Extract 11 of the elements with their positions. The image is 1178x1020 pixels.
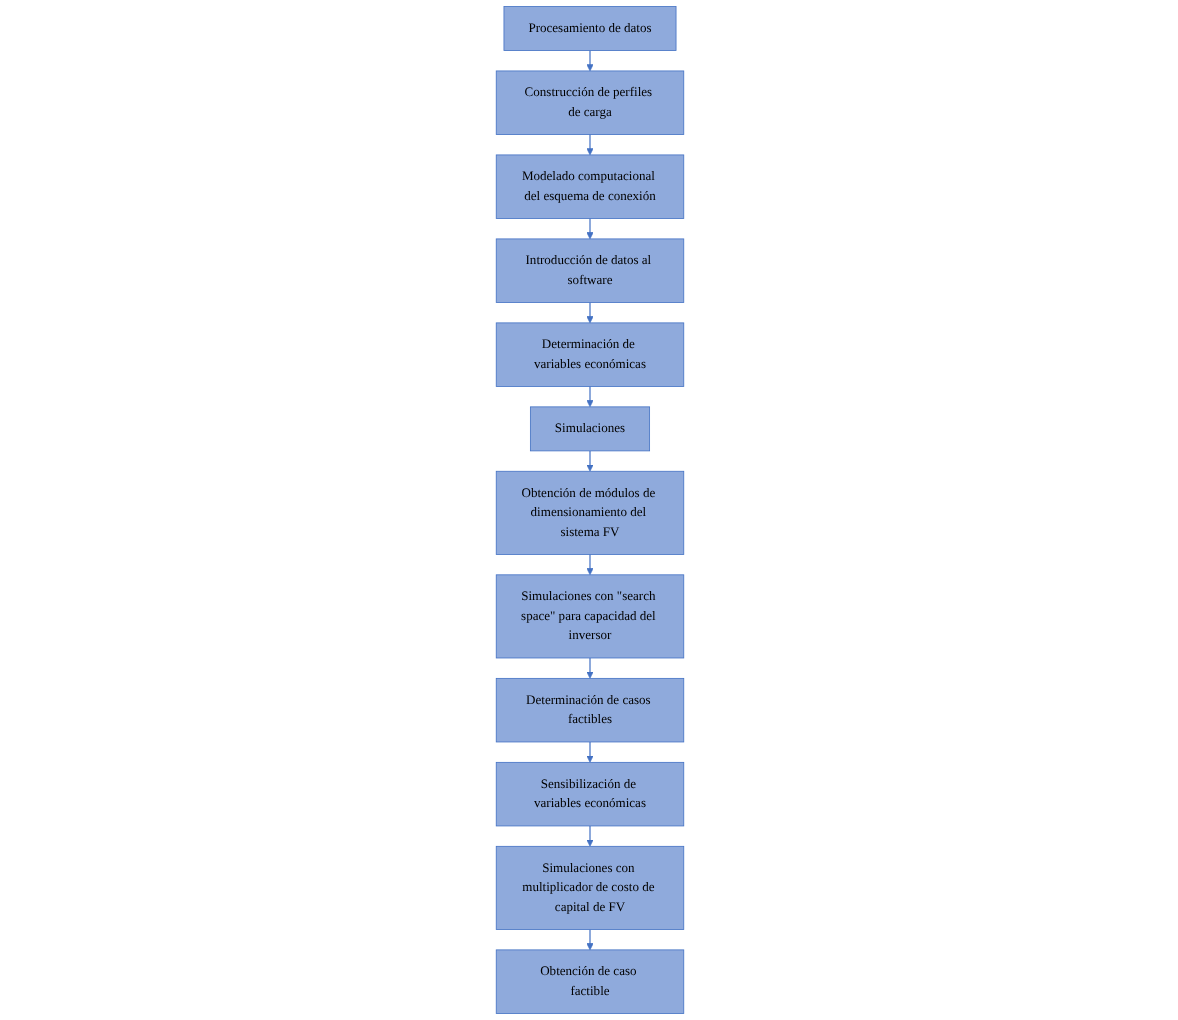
arrow: [585, 825, 593, 847]
arrow: [585, 741, 593, 763]
arrow: [585, 133, 593, 156]
arrow: [585, 301, 593, 324]
arrow: [585, 450, 593, 472]
arrow: [585, 217, 593, 240]
arrow: [585, 49, 593, 72]
arrow: [585, 385, 593, 408]
arrow: [585, 657, 593, 679]
arrow: [585, 553, 593, 576]
arrow: [585, 928, 593, 951]
